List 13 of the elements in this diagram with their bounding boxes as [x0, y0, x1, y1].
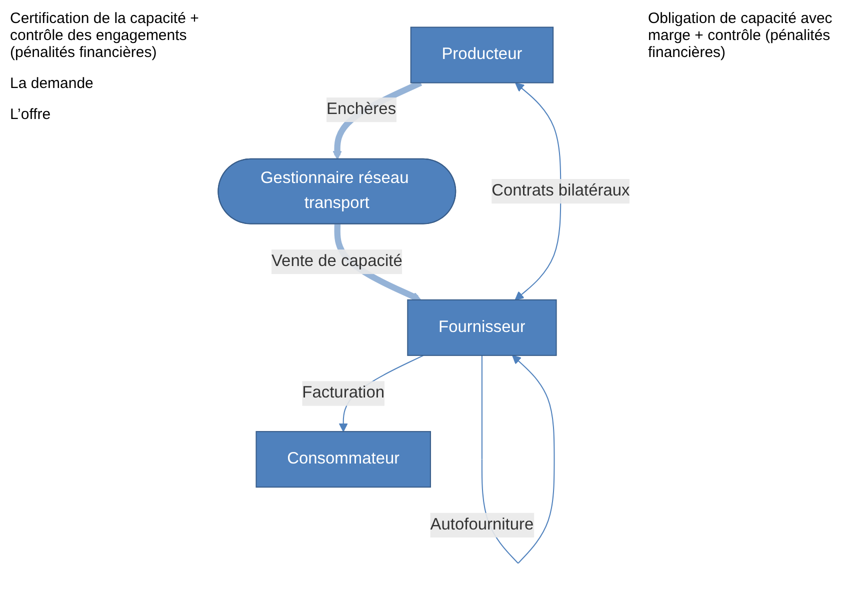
edge-label: Contrats bilatéraux [492, 182, 630, 200]
node-box: Consommateur [256, 430, 431, 488]
edge-label: Autofourniture [430, 516, 534, 534]
note-text: Obligation de capacité avec marge + contrôle (pénalités financières) [648, 10, 834, 61]
arrow [514, 82, 562, 300]
edge-label: Enchères [326, 100, 396, 118]
node-box: Fournisseur [407, 299, 557, 356]
note-text: Certification de la capacité + contrôle des engagements (pénalités financières) [10, 10, 200, 61]
note-text: La demande [10, 75, 94, 92]
edge-label: Vente de capacité [271, 252, 402, 270]
note-text: L’offre [10, 106, 52, 123]
edge-label: Facturation [302, 384, 385, 402]
node-box: Producteur [410, 26, 554, 83]
